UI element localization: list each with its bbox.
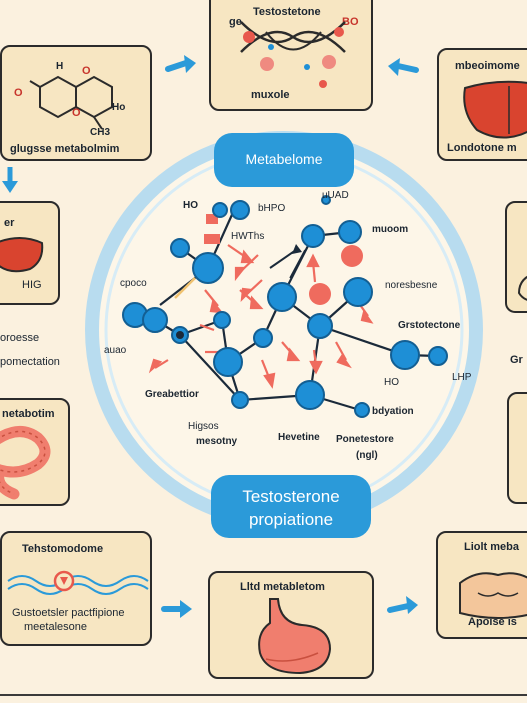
atom-ch3-label: CH3: [90, 127, 111, 138]
card-testosterone-muscle: Testostetone ge BO muxole: [209, 0, 373, 111]
stomach-icon: [258, 598, 332, 675]
mol-label-pondtesterore: Ponetestore: [336, 434, 394, 445]
mol-label-hwthes: HWThs: [231, 231, 265, 242]
atom-h-label: H: [56, 61, 64, 72]
card-label-bottom: muxole: [251, 89, 290, 101]
card-right-lower: [507, 392, 527, 504]
card-stomach: Lltd metabletom: [208, 571, 374, 679]
arrow-down-icon: [2, 167, 18, 193]
card-label-top: netabotim: [2, 408, 55, 420]
card-liver-left: er HIG: [0, 201, 60, 305]
card-label-top: mbeoimome: [455, 60, 520, 72]
center-title-pill: Metabelome: [214, 133, 354, 187]
reaction-arrows: [148, 244, 374, 389]
card-line2: meetalesone: [24, 621, 87, 633]
bottom-divider: [0, 694, 527, 696]
card-label-right: BO: [342, 16, 359, 28]
mol-label-grebeltitor: Greabettior: [145, 389, 199, 400]
card-label-top: er: [4, 217, 15, 229]
card-glucose-metabolism: H O O O Ho CH3 glugsse metabolmim: [0, 45, 152, 161]
mol-label-hgecs: Higsos: [188, 421, 219, 432]
card-label-top: Testostetone: [253, 6, 321, 18]
mol-label-ngl: (ngl): [356, 450, 378, 461]
arrow-left-icon: [388, 58, 419, 76]
torso-icon: [459, 572, 527, 619]
right-mid-label: Gr: [510, 354, 523, 366]
card-right-mid: [505, 201, 527, 313]
left-text-line2: pomectation: [0, 356, 60, 368]
card-muscle-tissue: Tehstomodome Gustoetsler pactfipione mee…: [0, 531, 152, 646]
liver-icon: [0, 237, 44, 273]
mol-label-lhp: LHP: [452, 372, 472, 383]
atom-o3-label: O: [72, 107, 81, 119]
mol-label-muoom: muoom: [372, 224, 409, 235]
card-label-top: Lltd metabletom: [240, 581, 325, 593]
card-line1: Gustoetsler pactfipione: [12, 607, 125, 619]
arrow-right-icon: [161, 600, 192, 618]
center-subtitle-line2: propiatione: [248, 510, 334, 529]
muscle-wave-icon: [7, 570, 149, 595]
card-label-top: Tehstomodome: [22, 543, 104, 555]
arrow-right-icon: [387, 596, 418, 614]
mol-label-cpoco: cpoco: [120, 278, 147, 289]
left-text-line1: oroesse: [0, 332, 40, 344]
card-liver-top-right: mbeoimome Londotone m: [437, 48, 527, 161]
intestine-icon: [0, 426, 51, 500]
card-label-bottom: Apoise is: [468, 616, 517, 628]
center-title: Metabelome: [245, 151, 323, 167]
arrow-right-icon: [165, 55, 196, 73]
mol-label-bdyation: bdyation: [372, 406, 414, 417]
mol-label-nonesbesne: noresbesne: [385, 280, 438, 291]
card-body-torso: Liolt meba Apoise is: [436, 531, 527, 639]
card-label-top: Liolt meba: [464, 541, 520, 553]
center-subtitle-pill: Testosterone propiatione: [211, 475, 371, 538]
mol-label-ho-top: HO: [183, 200, 198, 211]
liver-icon: [463, 80, 527, 139]
mol-label-auao: auao: [104, 345, 127, 356]
mol-label-ubadd: uUAD: [322, 190, 349, 201]
molecule-structure-icon: [29, 75, 113, 130]
mol-label-ho-right: HO: [384, 377, 399, 388]
card-intestine: netabotim: [0, 398, 70, 506]
card-label-bottom: glugsse metabolmim: [10, 143, 120, 155]
mol-label-grstotectone: Grstotectone: [398, 320, 461, 331]
organ-icon: [517, 275, 527, 301]
atom-ho-label: Ho: [112, 102, 126, 113]
molecule-nodes: [122, 195, 448, 418]
muscle-fiber-icon: [240, 21, 346, 88]
mol-label-heveline: Hevetine: [278, 432, 320, 443]
mol-label-bhpo: bHPO: [258, 203, 286, 214]
card-label-mid: HIG: [22, 279, 42, 291]
atom-o1-label: O: [82, 65, 91, 77]
card-label-left: ge: [229, 16, 242, 28]
card-label-bottom: Londotone m: [447, 142, 517, 154]
center-subtitle-line1: Testosterone: [242, 487, 340, 506]
atom-o2-label: O: [14, 87, 23, 99]
mol-label-mesotny: mesotny: [196, 436, 238, 447]
